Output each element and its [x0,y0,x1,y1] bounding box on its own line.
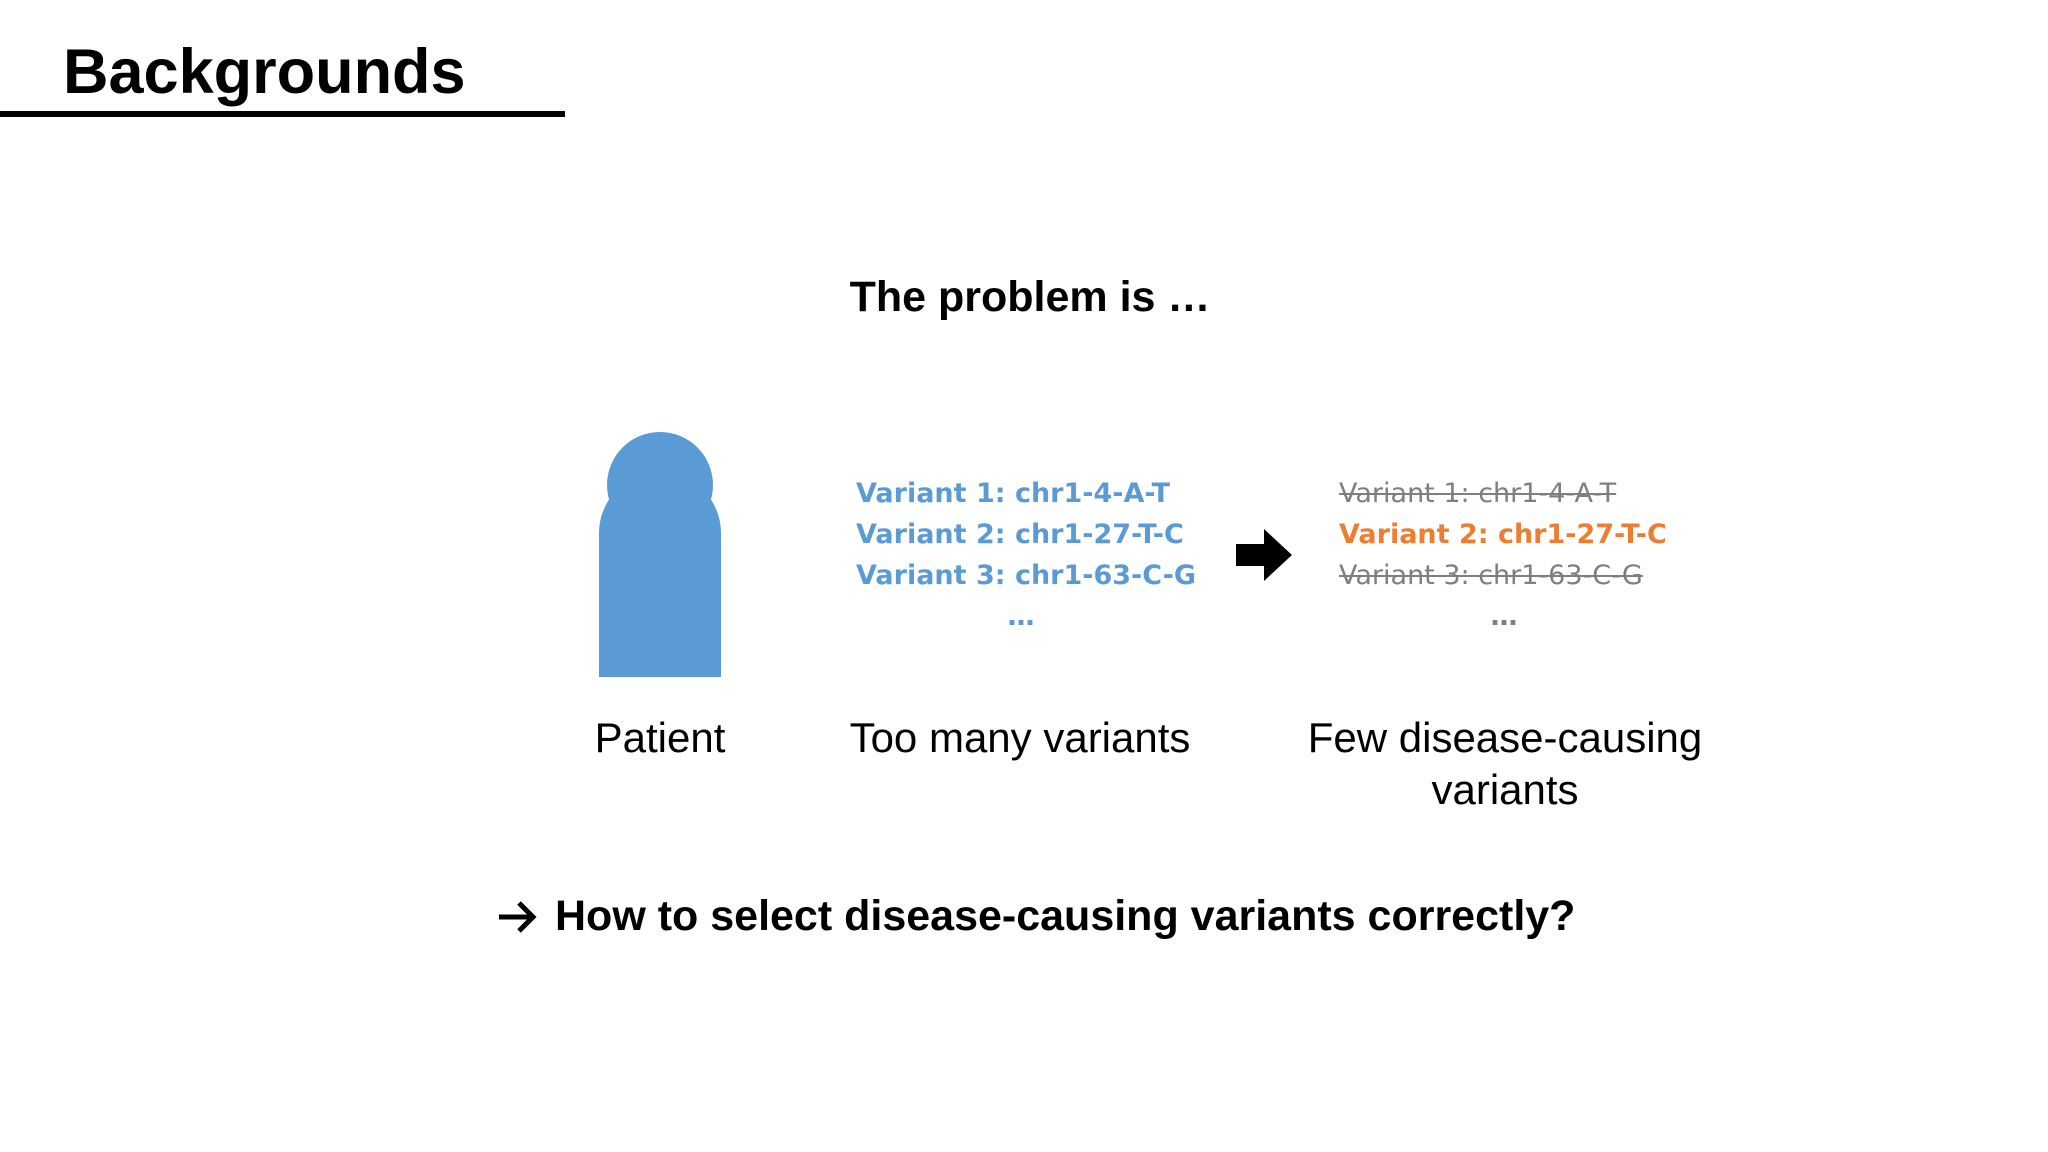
filtered-variants-list: Variant 1: chr1-4-A-T Variant 2: chr1-27… [1339,473,1669,637]
variant-ellipsis: … [1007,601,1035,632]
variant-item: Variant 1: chr1-4-A-T [856,478,1171,509]
variant-item: Variant 3: chr1-63-C-G [856,560,1197,591]
arrow-right-icon [499,901,537,933]
problem-heading: The problem is … [849,273,1211,321]
title-underline [0,111,565,117]
patient-caption: Patient [594,714,726,761]
variant-item: Variant 2: chr1-27-T-C [856,519,1184,550]
person-silhouette-icon [599,432,721,677]
excluded-variant-item: Variant 1: chr1-4-A-T [1339,478,1617,509]
conclusion-line: How to select disease-causing variants c… [497,889,1575,943]
variant-ellipsis: … [1490,601,1518,632]
conclusion-text: How to select disease-causing variants c… [555,892,1576,940]
arrow-right-icon [1236,529,1292,581]
few-variants-caption: Few disease-causing variants [1307,714,1703,813]
slide-title: Backgrounds [63,37,466,107]
too-many-variants-caption: Too many variants [849,714,1191,761]
excluded-variant-item: Variant 3: chr1-63-C-G [1339,560,1643,591]
disease-causing-variant-item: Variant 2: chr1-27-T-C [1339,519,1667,550]
all-variants-list: Variant 1: chr1-4-A-T Variant 2: chr1-27… [856,473,1197,637]
